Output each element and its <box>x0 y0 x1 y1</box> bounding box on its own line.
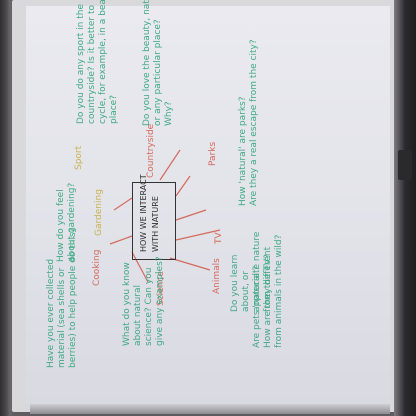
branch-label-gardening: Gardening <box>94 189 104 236</box>
question-parks: How 'natural' are parks? Are they a real… <box>238 39 259 206</box>
whiteboard-right-rail <box>394 0 416 416</box>
whiteboard-bottom-edge <box>30 404 390 414</box>
connector-science <box>131 251 149 283</box>
connector-sport <box>159 149 181 181</box>
branch-label-countryside: Countryside <box>146 123 156 178</box>
connector-tv <box>175 229 221 241</box>
connector-cooking <box>109 235 133 245</box>
connector-parks <box>175 209 207 221</box>
branch-label-parks: Parks <box>208 141 218 166</box>
connector-animals <box>169 257 211 271</box>
branch-label-cooking: Cooking <box>92 249 102 286</box>
question-countryside: Do you love the beauty, nature or any pa… <box>142 0 174 126</box>
question-animals: Are pets 'natural'? How are they differe… <box>252 234 284 348</box>
question-science: What do you know about natural science? … <box>122 256 165 346</box>
rail-clip <box>398 150 412 180</box>
center-topic-label: HOW WE INTERACT WITH NATURE <box>139 174 160 252</box>
question-gardening: How do you feel about gardening? <box>56 182 77 262</box>
branch-label-sport: Sport <box>74 145 84 170</box>
whiteboard-surface <box>26 6 390 404</box>
connector-countryside <box>175 175 191 197</box>
branch-label-tv: TV <box>214 232 224 244</box>
center-topic-box <box>132 182 176 260</box>
question-sport: Do you do any sport in the countryside? … <box>76 0 119 124</box>
branch-label-animals: Animals <box>212 258 222 294</box>
connector-gardening <box>113 197 133 211</box>
